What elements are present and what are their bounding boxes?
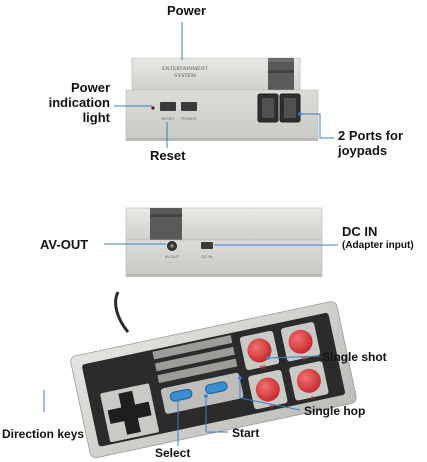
label-power-indication: Power indication light	[40, 80, 110, 125]
panel-text-line1: ENTERTAINMENT	[162, 66, 208, 72]
power-button	[181, 102, 197, 111]
reset-print: RESET	[161, 116, 175, 121]
dc-in-print: DC IN	[202, 254, 213, 259]
dc-in-port	[201, 242, 213, 249]
pointer-lines-console-back	[104, 243, 338, 246]
label-single-hop: Single hop	[304, 404, 366, 418]
console-back	[125, 207, 323, 277]
av-out-print: AV OUT	[165, 254, 180, 259]
turbo-b-button	[247, 338, 272, 363]
console-dark-panel	[268, 58, 294, 90]
label-adapter-input: (Adapter input)	[342, 240, 414, 251]
label-power: Power	[167, 3, 207, 18]
label-single-shot: Single shot	[322, 350, 387, 364]
letter-tb: TB	[259, 364, 267, 371]
label-ports-line2: joypads	[338, 143, 388, 158]
label-direction-keys: Direction keys	[2, 427, 85, 441]
a-button	[296, 368, 321, 393]
label-power-indication-line2: indication	[48, 95, 110, 110]
label-ports: 2 Ports for joypads	[338, 128, 403, 158]
controller	[70, 291, 357, 459]
label-av-out: AV-OUT	[40, 237, 89, 252]
panel-text-line2: SYSTEM	[174, 73, 196, 79]
label-select: Select	[155, 446, 191, 460]
letter-a: A	[310, 395, 315, 402]
label-reset: Reset	[150, 148, 186, 163]
label-power-indication-line3: light	[82, 110, 110, 125]
action-buttons	[239, 322, 329, 410]
label-start: Start	[232, 426, 260, 440]
direction-pad	[100, 383, 159, 443]
label-ports-line1: 2 Ports for	[338, 128, 404, 143]
power-indicator-light	[151, 106, 155, 110]
console-front	[125, 57, 319, 141]
b-button	[255, 377, 280, 402]
label-dc-in: DC IN	[342, 224, 378, 239]
joypad-ports	[257, 93, 301, 123]
pointer-lines-console-front	[114, 22, 334, 148]
letter-b: B	[269, 404, 274, 411]
letter-ta: TA	[301, 356, 309, 363]
controller-cable	[114, 291, 130, 333]
button-letters: TB TA B A	[259, 356, 315, 411]
label-power-indication-line1: Power	[70, 80, 110, 95]
start-button	[204, 381, 228, 395]
pointer-lines-controller	[43, 355, 321, 446]
reset-button	[160, 102, 176, 111]
power-print: POWER	[181, 116, 196, 121]
select-button	[169, 388, 193, 402]
turbo-a-button	[288, 329, 313, 354]
console-dark-panel-back	[150, 208, 182, 240]
